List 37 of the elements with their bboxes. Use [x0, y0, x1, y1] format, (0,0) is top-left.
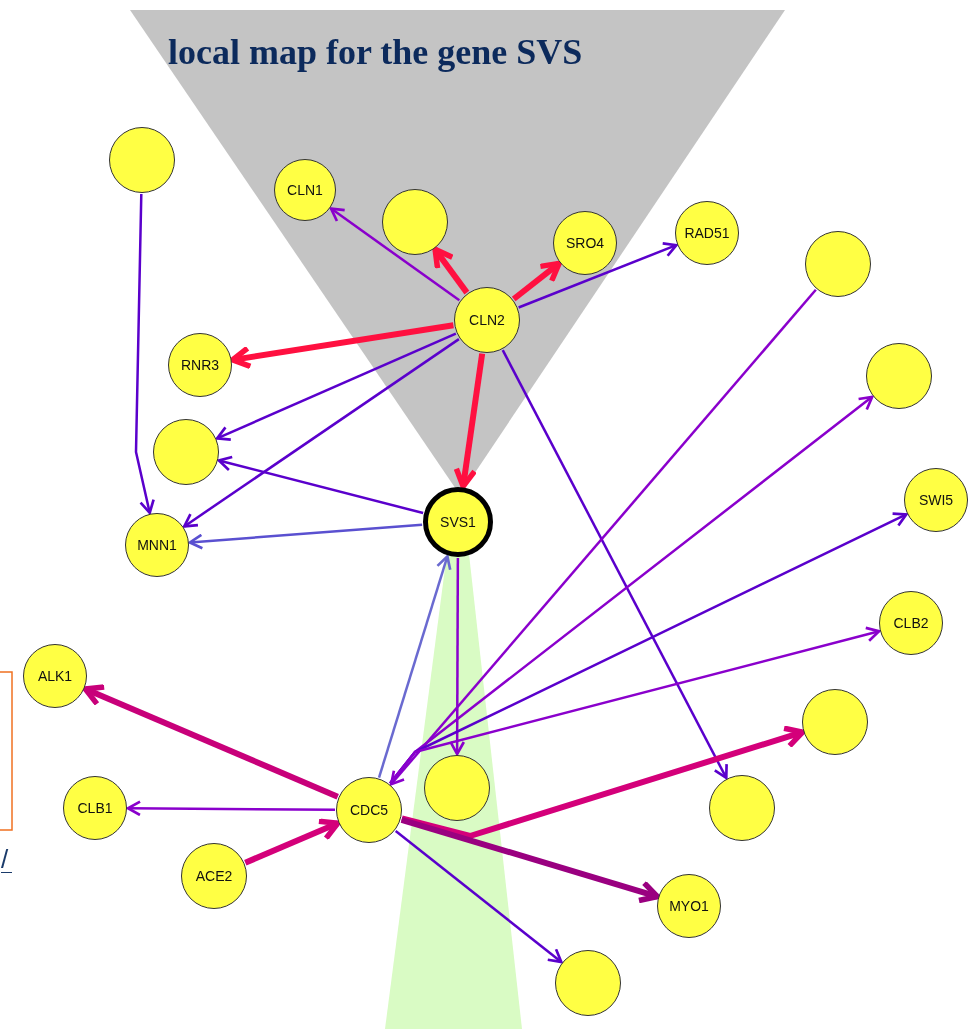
arrow [449, 558, 466, 756]
arrow [377, 555, 452, 778]
gene-label: SRO4 [565, 236, 605, 250]
gene-label: CDC5 [349, 803, 389, 817]
gene-label: MNN1 [137, 538, 177, 552]
arrow [389, 626, 881, 785]
arrow [134, 193, 155, 515]
diagram-title: local map for the gene SVS [168, 34, 583, 70]
arrow [401, 725, 806, 839]
gene-label: CLB2 [893, 616, 929, 630]
gene-label: RAD51 [684, 226, 730, 240]
arrow [394, 830, 563, 964]
gene-label: SWI5 [918, 493, 954, 507]
arrow [217, 455, 424, 515]
gene-label: ALK1 [37, 669, 73, 683]
cut-off-text: / [1, 846, 13, 873]
gene-label: CLN2 [469, 313, 505, 327]
gene-label: MYO1 [669, 899, 709, 913]
arrow [244, 818, 341, 866]
gene-label: ACE2 [195, 869, 233, 883]
gene-label: CLN1 [287, 183, 323, 197]
gene-label: RNR3 [180, 358, 220, 372]
arrow [329, 207, 461, 302]
arrow [389, 288, 817, 786]
arrow [518, 242, 678, 309]
arrow [501, 349, 728, 780]
arrow [126, 800, 335, 817]
gene-label: SVS1 [440, 515, 476, 529]
arrow [511, 260, 562, 302]
arrow [432, 246, 470, 295]
arrow [82, 684, 339, 800]
arrow [215, 332, 457, 441]
gene-node [336, 777, 402, 843]
arrow [188, 523, 423, 550]
gene-label: CLB1 [77, 801, 113, 815]
arrow [400, 816, 661, 904]
arrow [182, 338, 460, 528]
